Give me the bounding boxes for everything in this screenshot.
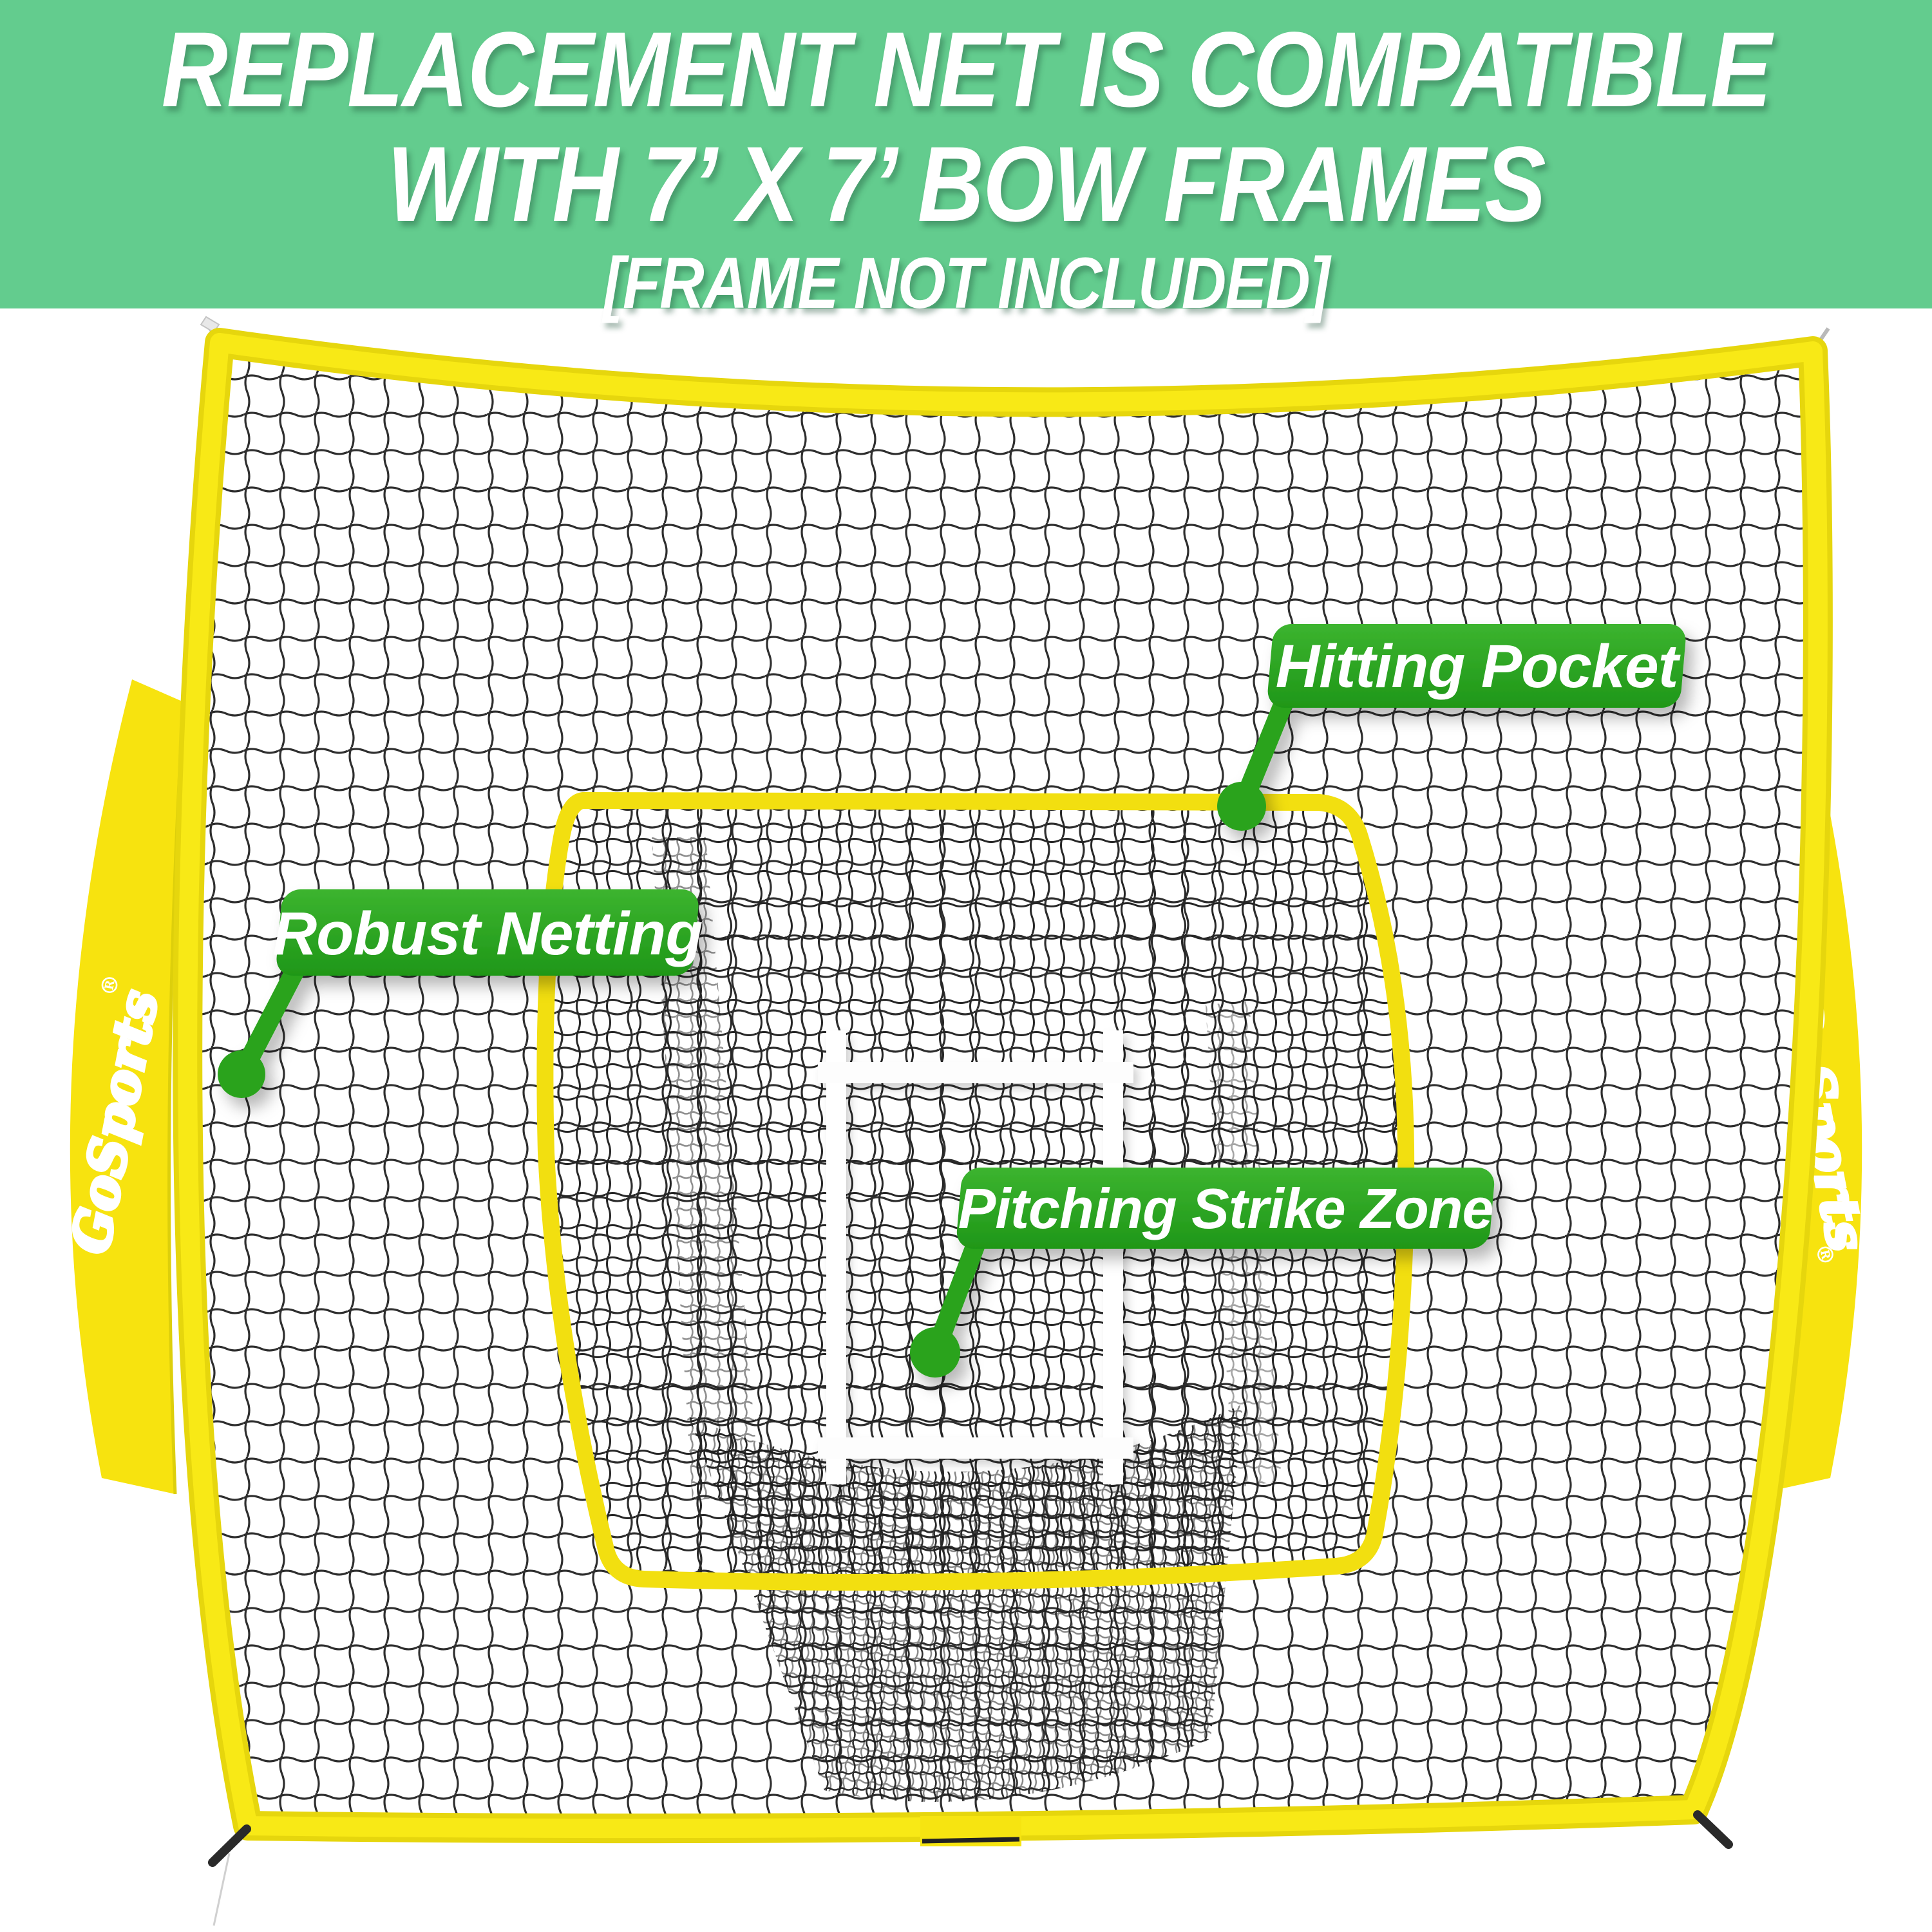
bottom-left-string bbox=[213, 1853, 231, 1926]
strike-zone-bar-top bbox=[818, 1062, 1133, 1083]
header-banner: REPLACEMENT NET IS COMPATIBLE WITH 7’ X … bbox=[0, 0, 1932, 319]
header-line-2: WITH 7’ X 7’ BOW FRAMES bbox=[387, 125, 1546, 244]
strike-zone-bar-bottom bbox=[818, 1437, 1133, 1459]
callout-pitching-strike-zone: Pitching Strike Zone bbox=[910, 1168, 1495, 1378]
brand-registered-left: ® bbox=[95, 972, 125, 998]
strike-zone-frame bbox=[818, 1030, 1133, 1484]
callout-robust-netting: Robust Netting bbox=[218, 889, 703, 1098]
callout-label-text: Robust Netting bbox=[273, 900, 703, 968]
ground-stake-left bbox=[208, 1824, 251, 1867]
strike-zone-post-right bbox=[1103, 1030, 1123, 1484]
callout-label-text: Pitching Strike Zone bbox=[958, 1177, 1493, 1240]
bottom-hardware bbox=[208, 1810, 1733, 1867]
callout-label-bg bbox=[276, 889, 699, 976]
callout-label-bg bbox=[1267, 624, 1686, 708]
bottom-tab-edge bbox=[922, 1837, 1020, 1844]
header-line-1: REPLACEMENT NET IS COMPATIBLE bbox=[161, 10, 1772, 129]
pocket-funnel-layer2 bbox=[689, 1404, 1243, 1802]
callout-hitting-pocket: Hitting Pocket bbox=[1217, 624, 1686, 831]
strike-zone-post-left bbox=[826, 1030, 846, 1484]
callout-dot bbox=[910, 1327, 960, 1378]
brand-registered-right: ® bbox=[1810, 1242, 1839, 1268]
ground-stake-right bbox=[1693, 1810, 1733, 1849]
hitting-pocket-outline bbox=[536, 792, 1415, 1591]
left-wing-panel: GoSports ® bbox=[57, 679, 185, 1495]
left-wing-shape bbox=[70, 679, 184, 1494]
callout-dot bbox=[218, 1050, 265, 1098]
callout-dot bbox=[1217, 782, 1266, 831]
net-trim bbox=[178, 333, 1828, 1839]
callout-label-bg bbox=[956, 1168, 1495, 1249]
header-line-3: [FRAME NOT INCLUDED] bbox=[603, 243, 1330, 323]
pocket-crease-left bbox=[652, 837, 760, 1501]
callout-label-text: Hitting Pocket bbox=[1276, 632, 1681, 701]
